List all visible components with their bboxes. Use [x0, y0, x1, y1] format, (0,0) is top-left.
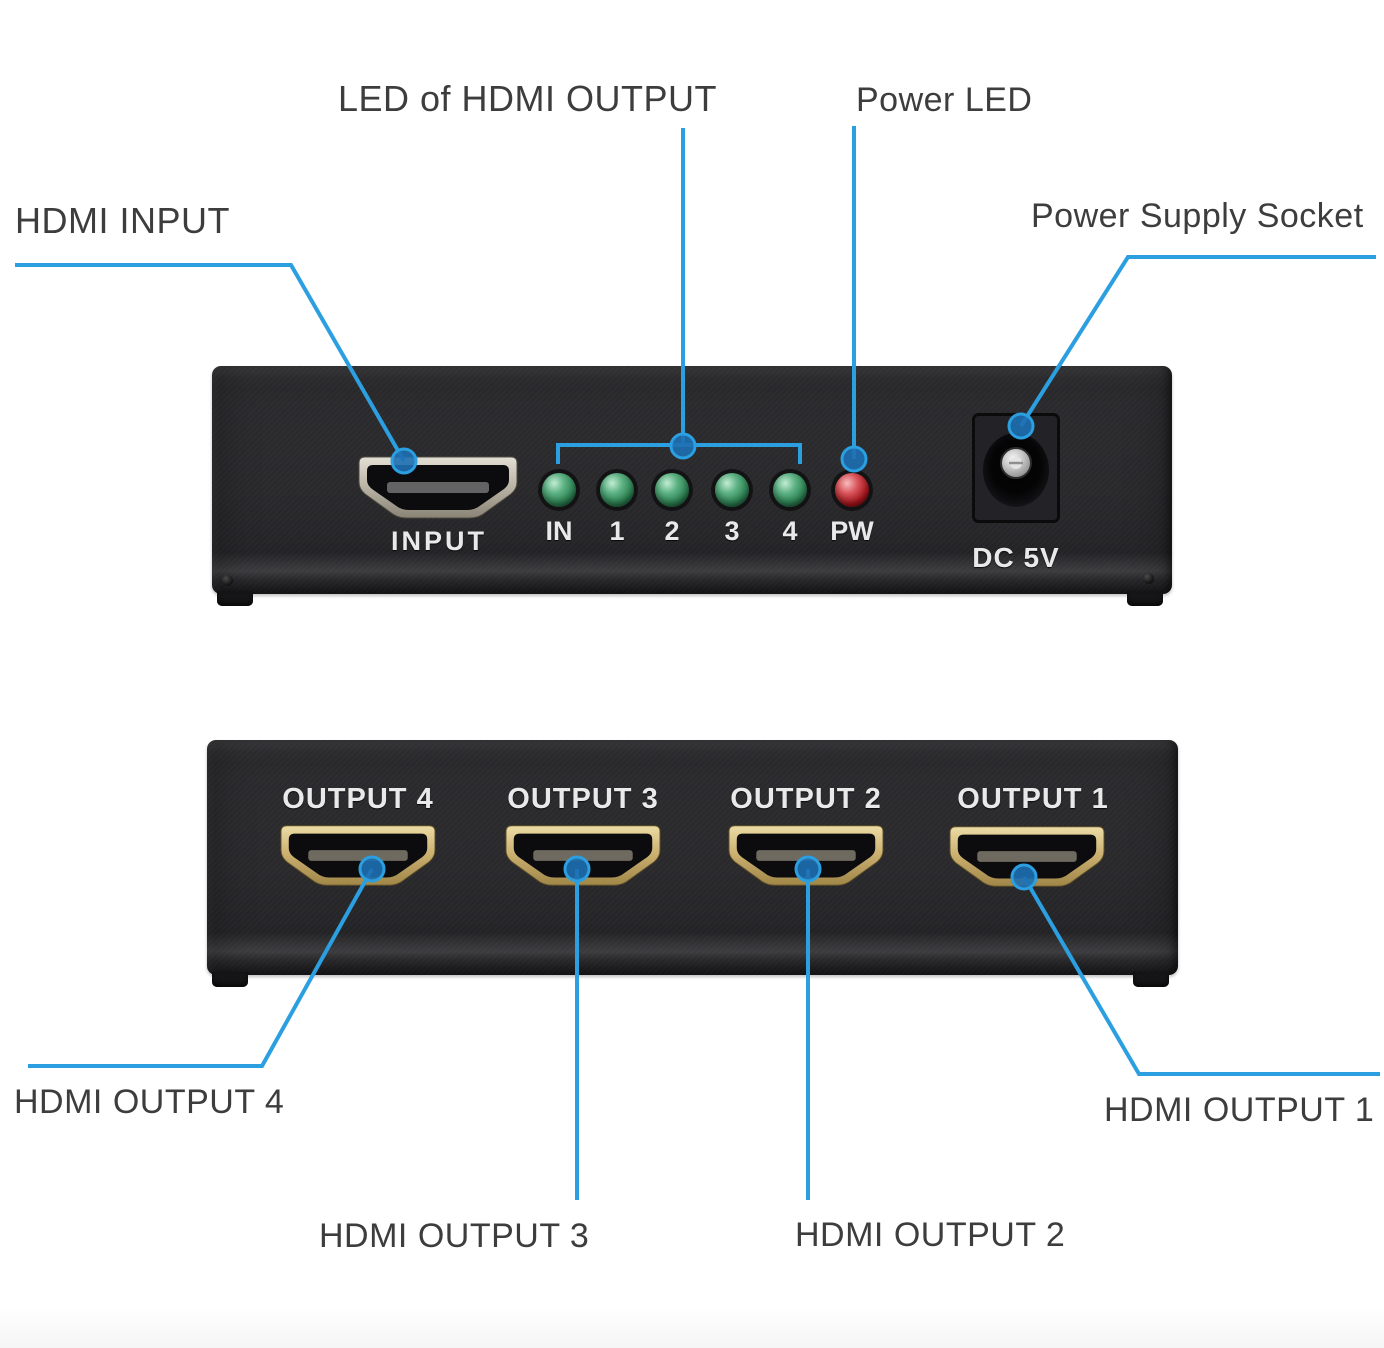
input-port-label: INPUT [391, 526, 487, 556]
device-foot [1133, 972, 1169, 987]
led-indicator-2 [655, 473, 689, 507]
annotation-hdmi-input: HDMI INPUT [15, 200, 230, 241]
output-1-label: OUTPUT 1 [957, 783, 1109, 815]
annotation-power-led: Power LED [856, 81, 1033, 119]
led-label-in: IN [545, 516, 573, 546]
output-2-label: OUTPUT 2 [730, 783, 882, 815]
led-label-pw: PW [830, 516, 874, 546]
hdmi-output-3-port-icon [505, 825, 661, 886]
screw-icon [222, 575, 233, 586]
annotation-hdmi-output-4: HDMI OUTPUT 4 [14, 1083, 285, 1121]
photo-bottom-shade [0, 1306, 1384, 1348]
front-panel-device: INPUT IN 1 2 3 4 PW DC 5V [212, 366, 1172, 606]
led-indicator-3 [715, 473, 749, 507]
hdmi-output-1-port-icon [949, 826, 1105, 887]
led-label-3: 3 [724, 516, 740, 546]
led-label-4: 4 [782, 516, 798, 546]
annotation-hdmi-output-2: HDMI OUTPUT 2 [795, 1216, 1066, 1254]
led-indicator-in [542, 473, 576, 507]
device-foot [1127, 591, 1163, 606]
device-foot [217, 591, 253, 606]
led-indicator-power [835, 473, 869, 507]
output-3-label: OUTPUT 3 [507, 783, 659, 815]
led-label-1: 1 [609, 516, 625, 546]
hdmi-input-port-icon [358, 456, 518, 519]
screw-icon [1143, 573, 1154, 584]
led-label-2: 2 [664, 516, 680, 546]
led-indicator-1 [600, 473, 634, 507]
dc-power-jack-icon [972, 413, 1060, 523]
annotation-hdmi-output-1: HDMI OUTPUT 1 [1104, 1091, 1375, 1129]
back-panel-device: OUTPUT 4 OUTPUT 3 OUTPUT 2 OUTPUT 1 [207, 740, 1178, 987]
led-indicator-4 [773, 473, 807, 507]
hdmi-output-4-port-icon [280, 825, 436, 886]
device-foot [212, 972, 248, 987]
hdmi-output-2-port-icon [728, 825, 884, 886]
output-4-label: OUTPUT 4 [282, 783, 434, 815]
annotation-hdmi-output-3: HDMI OUTPUT 3 [319, 1217, 590, 1255]
dc-socket-label: DC 5V [972, 542, 1060, 573]
annotation-led-of-hdmi-output: LED of HDMI OUTPUT [338, 78, 718, 119]
annotation-power-supply-socket: Power Supply Socket [1031, 197, 1364, 235]
